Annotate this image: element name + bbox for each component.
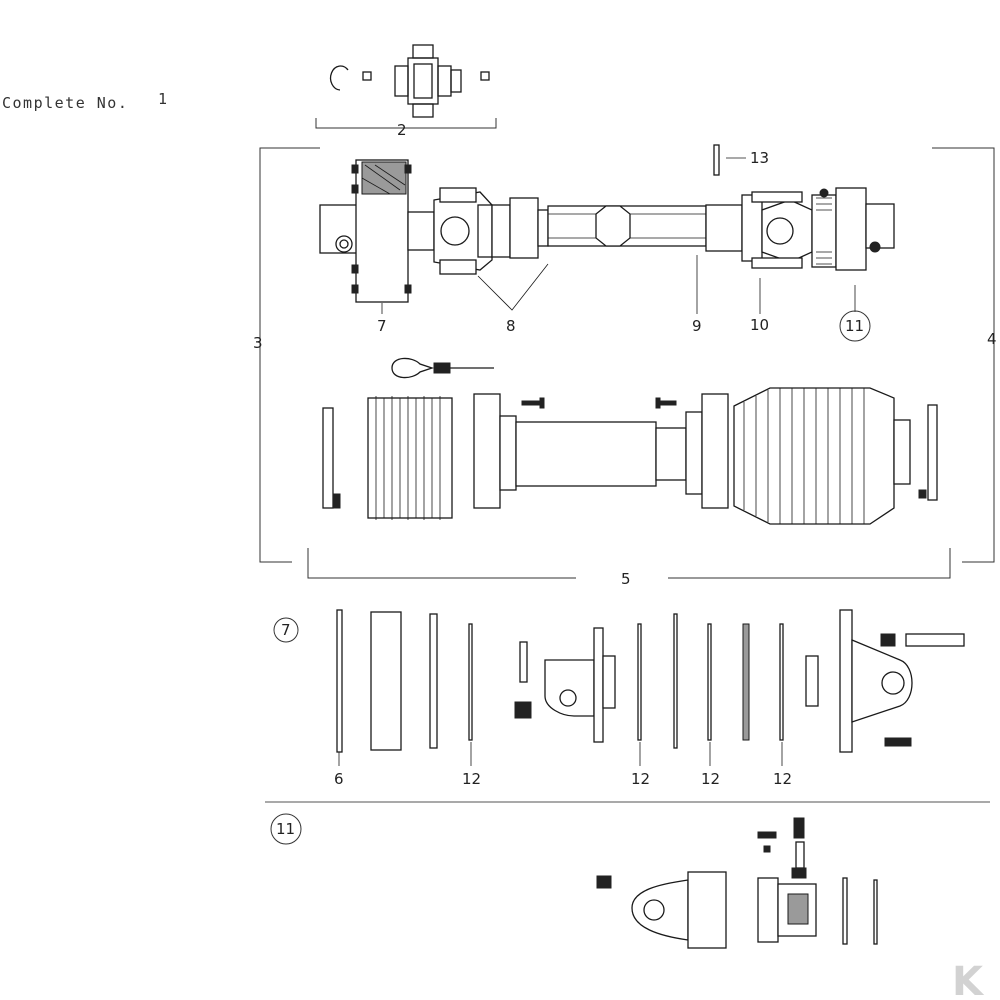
callout-7: 7	[377, 317, 387, 335]
callout-2: 2	[397, 121, 407, 139]
bracket-5	[307, 548, 951, 579]
callout-6: 6	[334, 770, 344, 788]
callout-4: 4	[987, 330, 997, 348]
complete-label: Complete No.	[2, 94, 128, 112]
detail-7-circle	[273, 617, 299, 643]
brand-logo: K	[952, 959, 985, 1000]
grease-nipple-right	[480, 71, 490, 81]
callout-3: 3	[253, 334, 263, 352]
detail-7-parts	[336, 609, 965, 766]
pto-shaft-assembly	[319, 159, 895, 314]
complete-number: 1	[158, 90, 169, 108]
detail-11-parts	[596, 817, 878, 949]
circlip	[329, 65, 349, 91]
callout-12-b: 12	[631, 770, 650, 788]
callout-11-circle	[839, 310, 871, 342]
grease-nipple-left	[362, 71, 372, 81]
guard-assembly	[322, 387, 938, 525]
bracket-3	[259, 147, 320, 563]
key-part-13	[713, 144, 720, 176]
callout-12-d: 12	[773, 770, 792, 788]
callout-11: 11	[845, 317, 864, 335]
callout-12-a: 12	[462, 770, 481, 788]
bracket-4	[932, 147, 995, 563]
safety-chain	[391, 357, 494, 379]
cross-kit-group: 2	[315, 44, 497, 139]
detail-11-label: 11	[276, 820, 295, 838]
detail-7-label: 7	[281, 621, 291, 639]
bracket-2	[315, 118, 497, 129]
callout-8: 8	[506, 317, 516, 335]
callout-9: 9	[692, 317, 702, 335]
callout-10: 10	[750, 316, 769, 334]
universal-cross	[394, 44, 462, 118]
detail-11-circle	[270, 813, 302, 845]
callout-12-c: 12	[701, 770, 720, 788]
callout-5: 5	[621, 570, 631, 588]
callout-13: 13	[750, 149, 769, 167]
